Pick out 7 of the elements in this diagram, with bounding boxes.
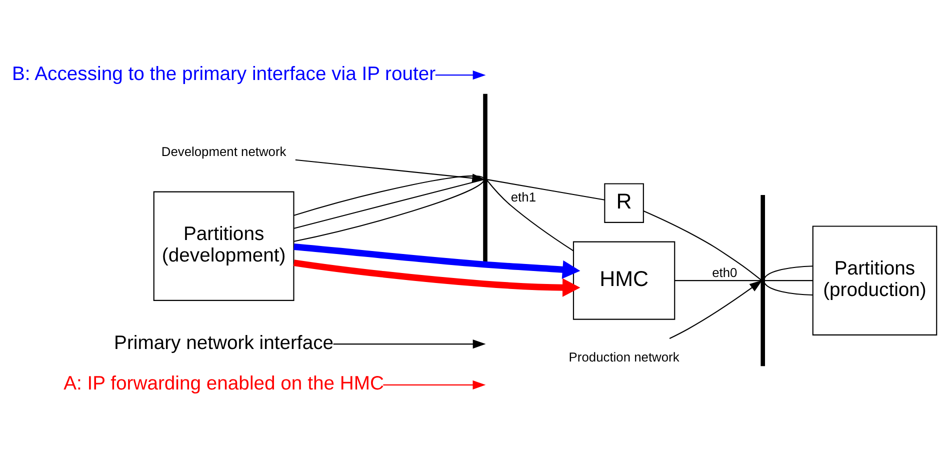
node-text: B: Accessing to the primary interface via IP router	[12, 62, 436, 84]
node-text: Development network	[161, 143, 286, 158]
node-text: Primary network interface	[114, 331, 334, 354]
edge-label: eth1	[510, 189, 536, 204]
node-text: A: IP forwarding enabled on the HMC	[64, 372, 384, 394]
node-text: Production network	[568, 348, 680, 364]
edge-label: eth0	[712, 264, 738, 280]
